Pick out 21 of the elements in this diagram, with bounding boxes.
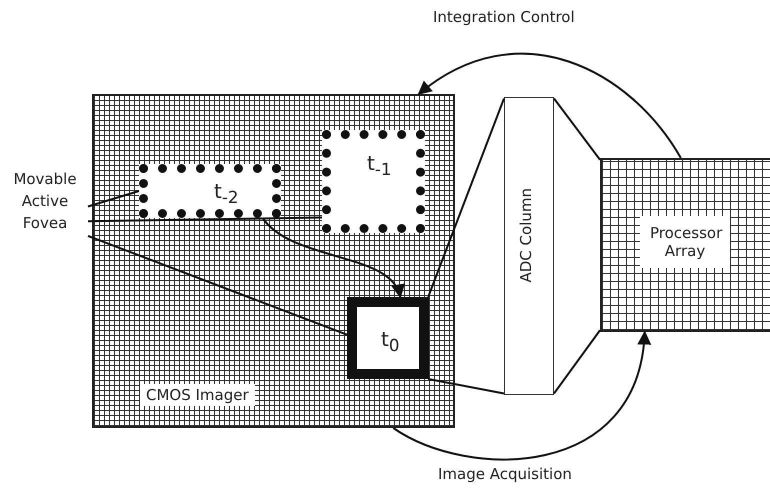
data-arrow — [392, 330, 650, 460]
array-label: CMOS Imager — [140, 384, 255, 406]
leader-line — [88, 190, 140, 208]
feedback-arrow — [418, 52, 682, 159]
callout-text: Movable Active Fovea — [2, 168, 88, 238]
projection-line — [553, 98, 601, 160]
array-label: Processor Array — [640, 216, 730, 268]
time-label: t$_{-1}$ — [366, 150, 392, 181]
fovea-window — [322, 130, 425, 233]
fovea-window — [139, 164, 281, 218]
processor-grid — [600, 158, 770, 332]
motion-arrow — [262, 217, 402, 298]
projection-line — [428, 378, 504, 394]
converter-column — [504, 97, 554, 395]
pixel-array — [92, 94, 455, 428]
column-label: ADC Column — [517, 188, 535, 282]
projection-line — [553, 330, 601, 394]
fovea-window — [347, 297, 429, 379]
time-label: t$_{0}$ — [380, 326, 400, 357]
leader-line — [88, 216, 322, 222]
time-label: t$_{-2}$ — [213, 178, 240, 209]
